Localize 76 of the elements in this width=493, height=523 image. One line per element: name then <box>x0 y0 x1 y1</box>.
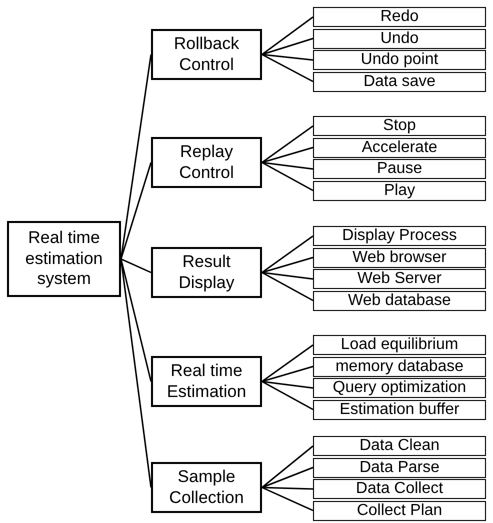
node-label: memory database <box>335 358 464 374</box>
category-box <box>151 356 262 407</box>
node-label: Web database <box>348 292 451 308</box>
node-label: Load equilibrium <box>340 337 458 353</box>
connector-line <box>262 445 314 488</box>
node-label: Undo <box>380 30 419 46</box>
connector-line <box>262 272 314 280</box>
leaf-box <box>313 28 486 48</box>
leaf-box <box>313 458 486 478</box>
root-box <box>7 221 121 297</box>
leaf-box <box>313 378 486 398</box>
category-box <box>151 29 262 80</box>
leaf-box <box>313 248 486 268</box>
node-label: Replay Control <box>178 142 235 183</box>
leaf-box <box>313 400 486 420</box>
node-label: Data Collect <box>356 481 444 497</box>
connector-line <box>262 235 314 274</box>
connector-line <box>262 256 314 274</box>
leaf-box <box>313 290 486 310</box>
node-label: Accelerate <box>362 140 438 156</box>
leaf-box <box>313 436 486 456</box>
leaf-box <box>313 138 486 158</box>
node-label: Estimation buffer <box>340 402 460 418</box>
leaf-box <box>313 356 486 376</box>
leaf-box <box>313 7 486 27</box>
connector-line <box>120 258 152 382</box>
connector-line <box>262 486 314 490</box>
node-label: Real time estimation system <box>24 228 104 290</box>
leaf-box <box>313 50 486 70</box>
connector-line <box>262 125 314 164</box>
connector-line <box>262 380 314 410</box>
leaf-box <box>313 116 486 136</box>
connector-line <box>262 344 314 382</box>
connector-line <box>262 54 314 61</box>
leaf-box <box>313 269 486 289</box>
connector-line <box>262 380 314 389</box>
connector-line <box>120 258 152 274</box>
connector-line <box>120 258 152 488</box>
node-label: Data Clean <box>359 438 440 454</box>
node-label: Pause <box>376 161 422 177</box>
leaf-box <box>313 159 486 179</box>
leaf-box <box>313 479 486 499</box>
category-box <box>151 247 262 298</box>
node-label: Data Parse <box>359 460 440 476</box>
node-label: Sample Collection <box>168 467 245 508</box>
node-label: Undo point <box>360 52 438 68</box>
leaf-box <box>313 72 486 92</box>
connector-line <box>262 272 314 302</box>
connector-line <box>262 54 314 82</box>
connector-line <box>120 162 152 260</box>
node-label: Query optimization <box>332 380 466 396</box>
node-label: Data save <box>363 74 436 90</box>
leaf-box <box>313 500 486 520</box>
connector-line <box>262 16 314 56</box>
node-label: Stop <box>383 118 416 134</box>
connector-line <box>262 162 314 192</box>
leaf-box <box>313 180 486 200</box>
node-label: Play <box>384 182 416 198</box>
node-label: Result Display <box>178 252 236 293</box>
node-label: Rollback Control <box>172 34 240 75</box>
node-label: Redo <box>380 9 419 25</box>
connector-line <box>262 38 314 56</box>
node-label: Real time Estimation <box>166 361 248 402</box>
node-label: Web browser <box>352 250 446 266</box>
connector-line <box>262 366 314 382</box>
category-box <box>151 462 262 513</box>
connector-line <box>262 146 314 164</box>
node-label: Web Server <box>357 271 442 287</box>
node-label: Collect Plan <box>356 502 442 518</box>
connector-line <box>262 486 314 512</box>
leaf-box <box>313 335 486 355</box>
connector-line <box>262 162 314 170</box>
connector-line <box>262 466 314 488</box>
leaf-box <box>313 226 486 246</box>
category-box <box>151 137 262 188</box>
node-label: Display Process <box>342 228 457 244</box>
